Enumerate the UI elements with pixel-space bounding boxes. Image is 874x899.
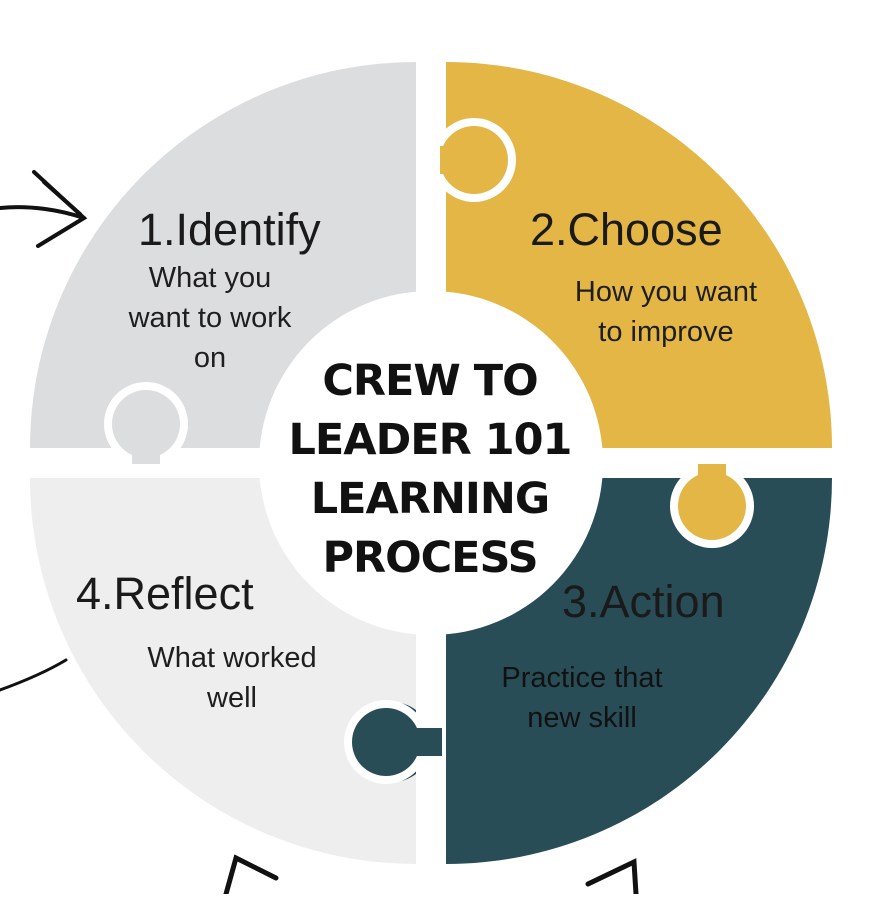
step-heading-choose: 2.Choose <box>530 204 723 255</box>
step-desc-line: Practice that <box>501 662 663 694</box>
step-desc-choose: How you want to improve <box>550 272 782 352</box>
arrow-icon <box>0 170 88 248</box>
center-title-line: LEADER 101 <box>288 415 573 465</box>
center-title-line: LEARNING <box>310 474 550 524</box>
center-title-line: PROCESS <box>322 533 538 583</box>
step-desc-action: Practice that new skill <box>470 658 694 738</box>
step-heading-action: 3.Action <box>562 576 725 627</box>
center-circle <box>259 291 603 635</box>
arrow-icon <box>223 854 279 897</box>
center-title-line: CREW TO <box>322 356 538 406</box>
step-desc-line: want to work <box>128 302 292 334</box>
step-desc-line: to improve <box>598 316 734 348</box>
step-heading-identify: 1.Identify <box>138 204 321 255</box>
step-desc-identify: What you want to work on <box>100 258 320 378</box>
step-desc-reflect: What worked well <box>120 638 344 718</box>
step-desc-line: well <box>207 682 257 714</box>
arrow-icon <box>585 858 639 897</box>
step-desc-line: on <box>193 342 227 374</box>
step-desc-line: How you want <box>574 276 758 308</box>
center-title: CREW TO LEADER 101 LEARNING PROCESS <box>270 352 590 588</box>
step-desc-line: new skill <box>527 702 637 734</box>
step-desc-line: What you <box>148 262 272 294</box>
step-desc-line: What worked <box>147 642 317 674</box>
arrow-icon <box>0 658 68 692</box>
step-heading-reflect: 4.Reflect <box>76 568 254 619</box>
